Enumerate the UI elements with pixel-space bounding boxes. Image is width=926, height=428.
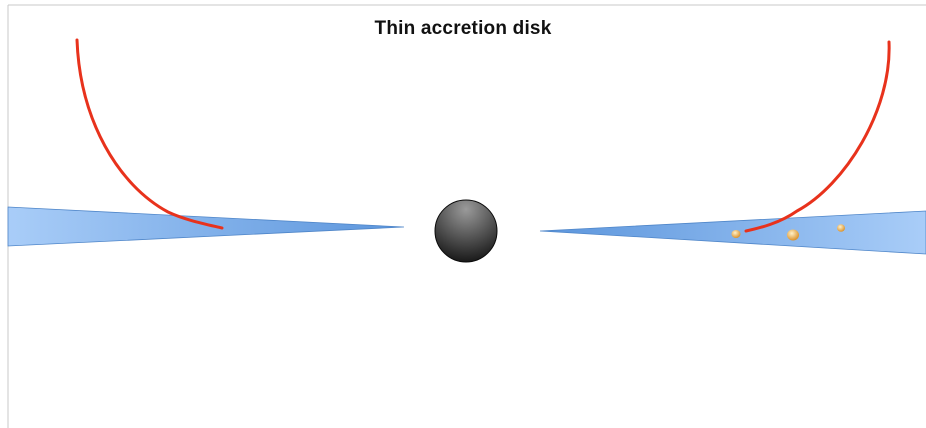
diagram-title: Thin accretion disk <box>374 18 552 39</box>
plasma-blob-icon <box>787 229 799 241</box>
accretion-disk-left-icon <box>7 206 405 247</box>
plasma-blob-icon <box>837 224 845 232</box>
magnetic-field-line-right-icon <box>744 40 891 233</box>
black-hole-icon <box>434 199 498 263</box>
magnetic-field-line-left-icon <box>75 38 224 230</box>
plasma-blob-icon <box>731 230 741 238</box>
